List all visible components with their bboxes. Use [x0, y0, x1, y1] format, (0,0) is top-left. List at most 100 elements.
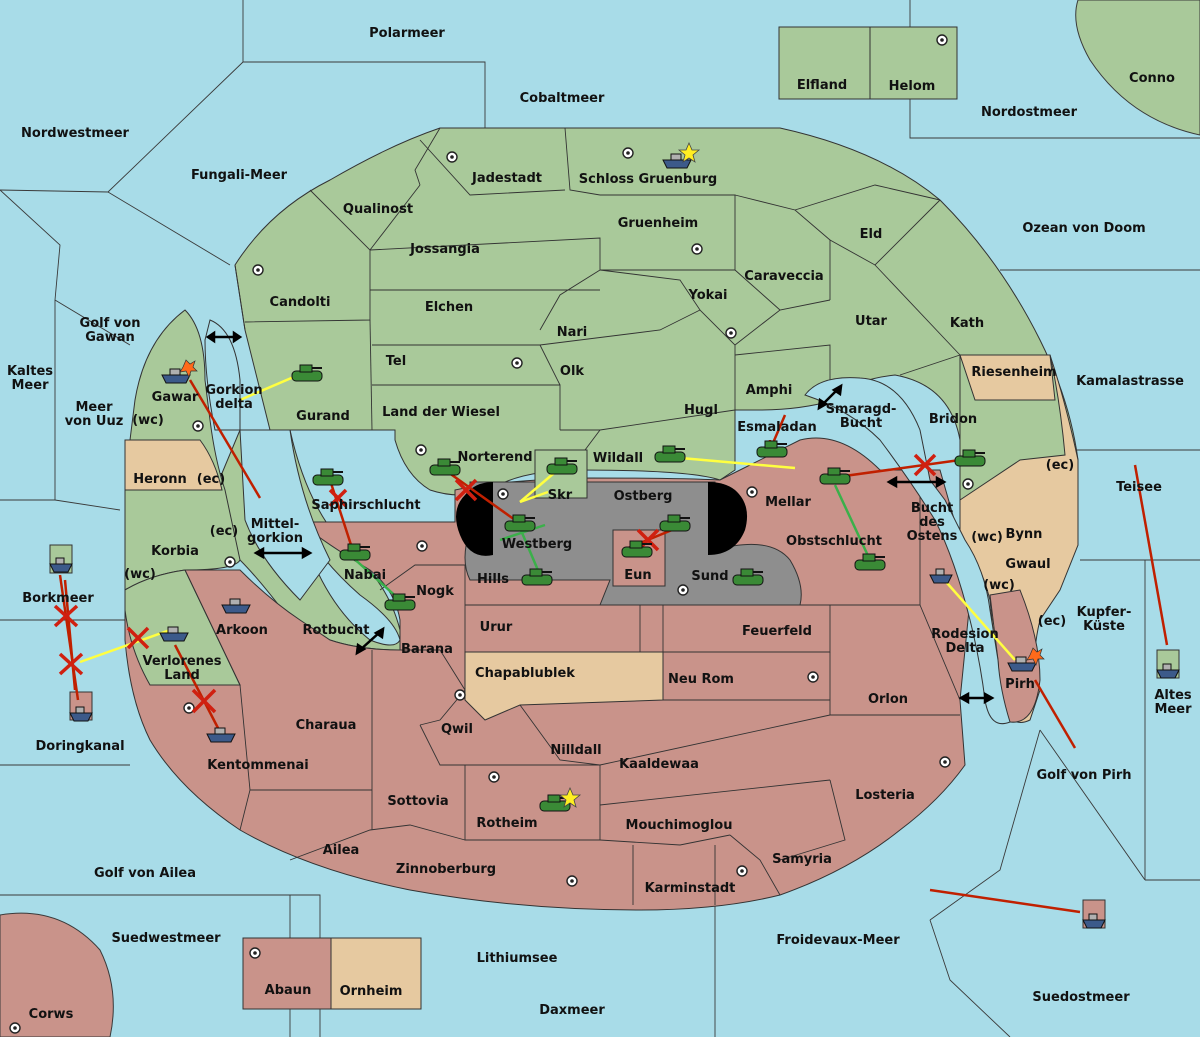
label-ec2: (ec)	[1046, 458, 1074, 473]
label-altes-1: Altes	[1154, 688, 1192, 703]
label-neurom: Neu Rom	[668, 672, 734, 687]
label-qualinost: Qualinost	[343, 202, 413, 217]
region-heronn[interactable]	[124, 439, 223, 491]
region-corws[interactable]	[0, 912, 114, 1037]
label-cobaltmeer: Cobaltmeer	[520, 91, 605, 106]
label-olk: Olk	[560, 364, 585, 379]
internal-borders	[234, 127, 961, 523]
label-schloss: Schloss Gruenburg	[579, 172, 717, 187]
region-ornheim[interactable]	[330, 937, 422, 1010]
label-lithium: Lithiumsee	[477, 951, 558, 966]
label-doring: Doringkanal	[35, 739, 124, 754]
label-urur: Urur	[480, 620, 513, 635]
label-obst: Obstschlucht	[786, 534, 882, 549]
label-froideveaux: Froidevaux-Meer	[776, 933, 900, 948]
label-verlorenes-2: Land	[164, 668, 200, 683]
label-kath: Kath	[950, 316, 984, 331]
label-corws: Corws	[29, 1007, 74, 1022]
label-mittel-1: Mittel-	[251, 517, 300, 532]
label-pirh: Pirh	[1005, 677, 1035, 692]
label-karmin: Karminstadt	[645, 881, 736, 896]
bay-gorkion	[204, 319, 241, 431]
label-charaua: Charaua	[296, 718, 357, 733]
label-bynn: Bynn	[1006, 527, 1043, 542]
label-bucht-2: des	[919, 515, 945, 530]
label-ornheim: Ornheim	[340, 984, 403, 999]
label-golf-gawan-1: Golf von	[80, 316, 141, 331]
label-kamala: Kamalastrasse	[1076, 374, 1184, 389]
label-korbia: Korbia	[151, 544, 199, 559]
label-gruenheim: Gruenheim	[618, 216, 698, 231]
label-polarmeer: Polarmeer	[369, 26, 445, 41]
label-ec3: (ec)	[210, 524, 238, 539]
fleet-units	[49, 153, 1180, 929]
label-gurand: Gurand	[296, 409, 350, 424]
label-ec4: (ec)	[1038, 614, 1066, 629]
label-amphi: Amphi	[746, 383, 793, 398]
label-kaaldewaa: Kaaldewaa	[619, 757, 699, 772]
label-gorkion-1: Gorkion	[205, 383, 262, 398]
label-sund: Sund	[691, 569, 728, 584]
label-wc4: (wc)	[983, 578, 1015, 593]
region-riesenheim[interactable]	[959, 354, 1056, 401]
label-bucht-3: Ostens	[907, 529, 958, 544]
label-chapa: Chapablublek	[475, 666, 575, 681]
label-losteria: Losteria	[855, 788, 915, 803]
label-fungali: Fungali-Meer	[191, 168, 288, 183]
label-arkoon: Arkoon	[216, 623, 268, 638]
label-riesenheim: Riesenheim	[971, 365, 1056, 380]
failed-order-marks	[53, 453, 937, 714]
label-ozean: Ozean von Doom	[1022, 221, 1145, 236]
label-qwil: Qwil	[441, 722, 473, 737]
label-altes-2: Meer	[1155, 702, 1193, 717]
label-hills: Hills	[477, 572, 509, 587]
bay-rotbucht	[299, 521, 401, 646]
label-bucht-1: Bucht	[911, 501, 953, 516]
label-eun: Eun	[624, 568, 651, 583]
label-meer-uuz-2: von Uuz	[65, 414, 124, 429]
label-zinnober: Zinnoberburg	[396, 862, 496, 877]
label-nordwestmeer: Nordwestmeer	[21, 126, 129, 141]
label-tel: Tel	[386, 354, 406, 369]
label-helom: Helom	[889, 79, 936, 94]
label-nabai: Nabai	[344, 568, 386, 583]
label-meer-uuz-1: Meer	[76, 400, 114, 415]
label-verlorenes-1: Verlorenes	[142, 654, 221, 669]
label-kupfer-1: Kupfer-	[1077, 605, 1132, 620]
label-saphir: Saphirschlucht	[311, 498, 420, 513]
label-eld: Eld	[860, 227, 883, 242]
label-nari: Nari	[557, 325, 588, 340]
label-nordostmeer: Nordostmeer	[981, 105, 1078, 120]
label-esmaladan: Esmaladan	[737, 420, 817, 435]
label-elfland: Elfland	[797, 78, 847, 93]
label-gwaul: Gwaul	[1005, 557, 1050, 572]
region-elfland[interactable]	[778, 26, 871, 100]
label-wc1: (wc)	[132, 413, 164, 428]
label-conno: Conno	[1129, 71, 1175, 86]
label-gorkion-2: delta	[215, 397, 253, 412]
orders	[58, 374, 1169, 914]
impassable-cap-east	[708, 482, 748, 555]
label-rotbucht: Rotbucht	[303, 623, 370, 638]
label-norterend: Norterend	[457, 450, 532, 465]
region-conno[interactable]	[1075, 0, 1200, 136]
label-heronn: Heronn	[133, 472, 187, 487]
label-daxmeer: Daxmeer	[539, 1003, 605, 1018]
label-smaragd-1: Smaragd-	[826, 402, 897, 417]
label-caraveccia: Caraveccia	[744, 269, 823, 284]
label-kaltes-1: Kaltes	[7, 364, 53, 379]
label-yokai: Yokai	[687, 288, 727, 303]
impassable-cap-west	[456, 482, 493, 556]
label-skr: Skr	[548, 488, 573, 503]
label-hugl: Hugl	[684, 403, 718, 418]
label-suedost: Suedostmeer	[1032, 990, 1130, 1005]
label-samyria: Samyria	[772, 852, 832, 867]
label-wildall: Wildall	[593, 451, 643, 466]
markers	[179, 141, 1045, 808]
label-sottovia: Sottovia	[387, 794, 448, 809]
label-smaragd-2: Bucht	[840, 416, 882, 431]
label-barana: Barana	[401, 642, 453, 657]
label-mittel-2: gorkion	[247, 531, 303, 546]
region-eun[interactable]	[612, 529, 666, 587]
